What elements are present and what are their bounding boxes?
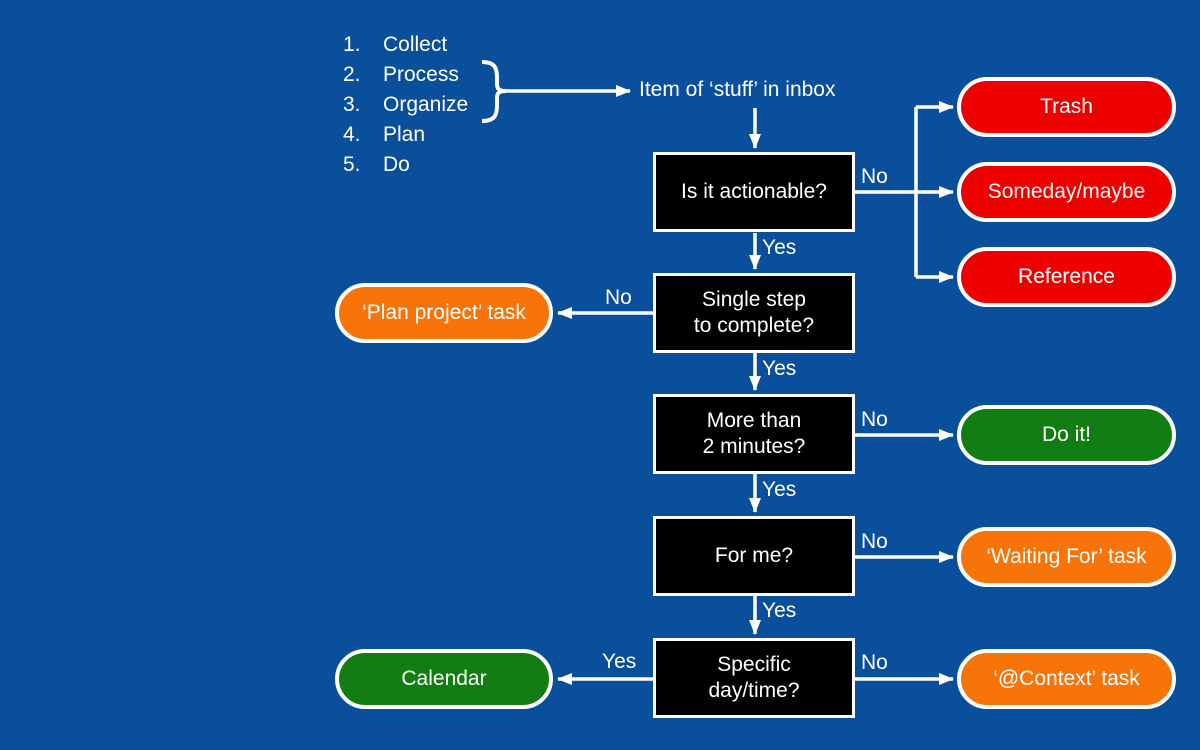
edge-label-actionable-no: No bbox=[861, 165, 888, 188]
decision-specific-day-time: Specific day/time? bbox=[653, 638, 855, 718]
list-item-number: 2. bbox=[343, 63, 361, 86]
list-item: 3. Organize bbox=[343, 90, 468, 120]
edge-label-for-me-no: No bbox=[861, 530, 888, 553]
decision-more-than-2-minutes: More than 2 minutes? bbox=[653, 394, 855, 474]
terminal-reference: Reference bbox=[957, 247, 1176, 307]
edge-label-actionable-yes: Yes bbox=[762, 236, 797, 259]
terminal-someday-maybe: Someday/maybe bbox=[957, 162, 1176, 222]
terminal-at-context-task: ‘@Context’ task bbox=[957, 649, 1176, 709]
terminal-do-it: Do it! bbox=[957, 405, 1176, 465]
decision-is-it-actionable: Is it actionable? bbox=[653, 152, 855, 232]
list-item: 2. Process bbox=[343, 60, 468, 90]
list-brace bbox=[481, 60, 507, 123]
list-item-label: Organize bbox=[383, 93, 469, 116]
start-node-label: Item of ‘stuff’ in inbox bbox=[639, 78, 836, 101]
decision-for-me: For me? bbox=[653, 516, 855, 596]
terminal-plan-project-task: ‘Plan project’ task bbox=[335, 283, 553, 343]
edge-label-single-step-yes: Yes bbox=[762, 357, 797, 380]
terminal-waiting-for-task: ‘Waiting For’ task bbox=[957, 527, 1176, 587]
edge-label-specific-no: No bbox=[861, 651, 888, 674]
list-item: 4. Plan bbox=[343, 120, 468, 150]
list-item-label: Collect bbox=[383, 33, 448, 56]
edge-label-2min-no: No bbox=[861, 408, 888, 431]
edge-label-2min-yes: Yes bbox=[762, 478, 797, 501]
terminal-calendar: Calendar bbox=[335, 649, 553, 709]
edge-label-specific-yes: Yes bbox=[602, 650, 637, 673]
list-item-number: 5. bbox=[343, 153, 361, 176]
edge-label-single-step-no: No bbox=[605, 286, 632, 309]
list-item-label: Do bbox=[383, 153, 410, 176]
terminal-trash: Trash bbox=[957, 77, 1176, 137]
list-item-label: Process bbox=[383, 63, 459, 86]
edge-label-for-me-yes: Yes bbox=[762, 599, 797, 622]
list-item-number: 1. bbox=[343, 33, 361, 56]
list-item: 1. Collect bbox=[343, 30, 468, 60]
list-item-label: Plan bbox=[383, 123, 426, 146]
gtd-steps-list: 1. Collect 2. Process 3. Organize 4. Pla… bbox=[343, 30, 468, 180]
decision-single-step: Single step to complete? bbox=[653, 273, 855, 353]
list-item-number: 4. bbox=[343, 123, 361, 146]
list-item-number: 3. bbox=[343, 93, 361, 116]
list-item: 5. Do bbox=[343, 150, 468, 180]
